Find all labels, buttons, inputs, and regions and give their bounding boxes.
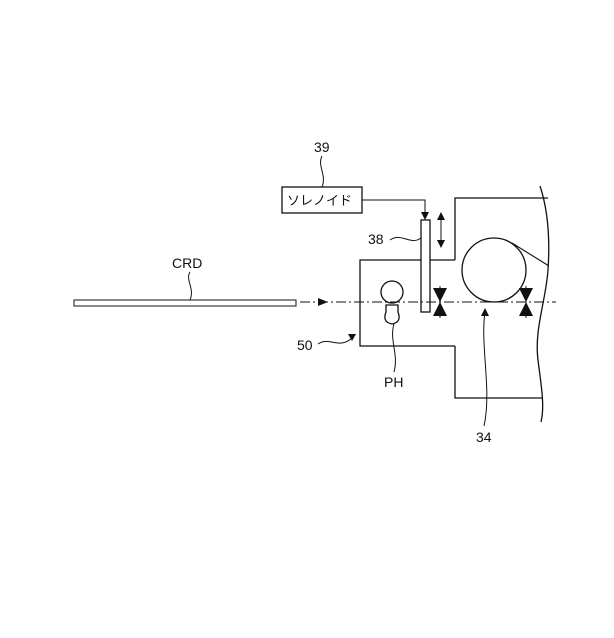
feed-direction-arrowhead: [318, 298, 328, 306]
unit-leader-line: [318, 338, 352, 344]
roller-leader-arrowhead: [481, 308, 489, 316]
card-leader-line: [189, 272, 192, 300]
roller-ref-number: 34: [476, 429, 492, 445]
solenoid-link-arrowhead: [421, 212, 429, 220]
photo-sensor-label: PH: [384, 374, 403, 390]
stopper-motion-arrowhead-up: [437, 212, 445, 220]
stopper-motion-arrowhead-down: [437, 240, 445, 248]
photo-sensor-emitter: [381, 281, 403, 303]
roller-housing-break-line: [537, 186, 549, 422]
solenoid-label: ソレノイド: [287, 194, 352, 209]
photo-sensor-leader-line: [393, 324, 396, 372]
unit-frame-50: [360, 260, 455, 346]
feed-roller: [462, 238, 526, 302]
unit-ref-number: 50: [297, 337, 313, 353]
card-label: CRD: [172, 255, 202, 271]
card-crd: [74, 300, 296, 306]
photo-sensor-receiver: [385, 305, 399, 324]
roller-housing-lower: [455, 346, 543, 398]
stopper-leader-line: [390, 237, 421, 240]
solenoid-link-line: [362, 200, 425, 214]
solenoid-leader-line: [321, 156, 324, 187]
roller-leader-line: [484, 312, 487, 426]
stopper-ref-number: 38: [368, 231, 384, 247]
solenoid-ref-number: 39: [314, 139, 330, 155]
roller-tangent-line: [512, 243, 549, 266]
stopper-plate: [421, 220, 430, 312]
